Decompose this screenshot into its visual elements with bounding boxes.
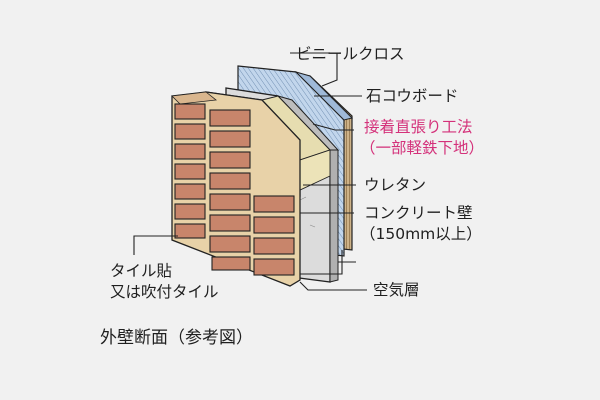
leader-lines xyxy=(133,52,367,291)
brick-facade xyxy=(171,91,301,287)
label-tile: タイル貼 xyxy=(110,262,173,280)
label-vinyl-cloth: ビニールクロス xyxy=(296,45,405,63)
label-direct-method: 接着直張り工法 xyxy=(364,118,473,136)
label-concrete-thickness: （150mm以上） xyxy=(360,225,482,243)
label-air-layer: 空気層 xyxy=(373,281,420,299)
label-spray-tile: 又は吹付タイル xyxy=(110,283,219,301)
diagram-caption: 外壁断面（参考図） xyxy=(100,328,253,348)
label-direct-method-note: （一部軽鉄下地） xyxy=(360,139,485,157)
label-urethane: ウレタン xyxy=(364,176,427,194)
label-gypsum-board: 石コウボード xyxy=(366,87,459,105)
label-concrete-wall: コンクリート壁 xyxy=(364,204,473,222)
